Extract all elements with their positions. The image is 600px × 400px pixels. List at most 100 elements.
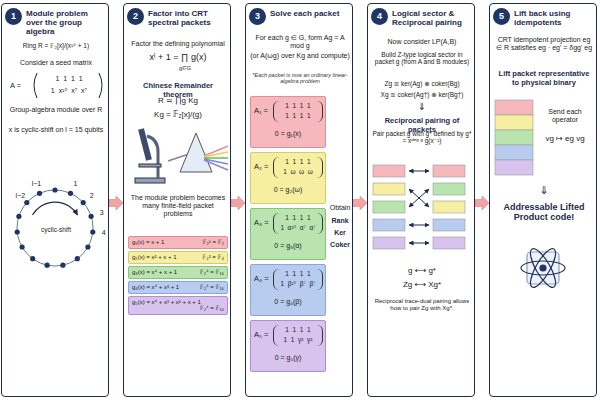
field-label: 𝔽₂¹ = 𝔽₂ — [202, 239, 224, 246]
microscope-icon — [135, 129, 165, 183]
matrix-row: 1 α¹⁰ α⁷ α⁷ — [274, 224, 322, 231]
qubit-dot — [20, 244, 25, 249]
step-number: 5 — [493, 8, 510, 25]
stage-panel: Logical sector & Reciprocal pairing4Now … — [367, 3, 475, 397]
pairing-arrows — [409, 171, 429, 243]
annotation-text: Lift packet representative to physical b… — [494, 70, 594, 87]
annotation-text: Addressable Lifted Product code! — [494, 202, 594, 223]
root-condition: 0 = g₄(β) — [251, 298, 325, 306]
annotation-text: Xg ≅ coker(Ag†) ⊗ ker(Bg†) — [372, 91, 472, 98]
stage-panel: Lift back using idempotents5CRT idempote… — [489, 3, 597, 397]
polynomial-factor: g₄(x) = x⁴ + x³ + 1 — [132, 284, 179, 291]
qubit-dot — [52, 187, 57, 192]
qubit-dot — [68, 191, 73, 196]
matrix-name: A₁ = — [254, 107, 268, 116]
qubit-dot — [75, 256, 80, 261]
qubit-dot — [15, 229, 20, 234]
step-number-text: 4 — [371, 8, 388, 25]
prism-icon — [168, 133, 228, 172]
panel-heading: Solve each packet — [270, 9, 350, 18]
stage-panel: Module problem over the group algebra1Ri… — [1, 3, 109, 397]
annotation-text: R ≃ ∏g Kg — [128, 96, 228, 105]
field-label: 𝔽₂⁴ = 𝔽₁₆ — [200, 269, 224, 276]
flow-arrow — [353, 196, 367, 210]
qubit-dot — [89, 214, 94, 219]
qubit-dot — [24, 200, 29, 205]
field-label: 𝔽₂⁴ = 𝔽₁₆ — [200, 305, 224, 312]
annotation-text: 1 1 1 1 — [34, 75, 104, 83]
polynomial-factor: g₂(x) = x² + x + 1 — [132, 254, 177, 261]
packet-matrix-box: A₄ = 1 1 1 1 1 β¹⁰ β⁷ β⁷ 0 = g₄(β) — [250, 264, 326, 316]
qubit-dot — [45, 263, 50, 268]
matrix-row: 1 1 1 1 — [274, 158, 322, 165]
annotation-text: A = — [10, 82, 34, 91]
annotation-text: The module problem becomes many finite-f… — [128, 194, 228, 218]
matrix-paren — [99, 73, 102, 98]
packet-row: g₅(x) = x⁴ + x³ + x² + x + 1𝔽₂⁴ = 𝔽₁₆ — [128, 296, 228, 316]
root-condition: 0 = g₁(x) — [251, 130, 325, 138]
lift-bars — [495, 100, 533, 175]
annotation-text: (or A(ωg) over Kg and compute) — [250, 52, 350, 60]
annotation-text: Send each operator — [536, 108, 594, 124]
annotation-text: *Each packet is now an ordinary linear-a… — [250, 72, 350, 85]
matrix-row: 1 1 1 1 — [274, 214, 322, 221]
polynomial-factor: g₃(x) = x⁴ + x + 1 — [132, 269, 177, 276]
packet-matrix-box: A₂ =1 1 1 11 ω ω ω0 = g₂(ω) — [250, 152, 326, 204]
stage-panel: Solve each packet3A₁ =1 1 1 11 1 1 10 = … — [245, 3, 353, 397]
matrix-row: 1 β¹⁰ β⁷ β⁷ — [274, 280, 322, 287]
pairing-bars — [373, 165, 465, 249]
step-number-text: 1 — [5, 8, 22, 25]
qubit-dot — [30, 256, 35, 261]
annotation-text: 2 — [83, 192, 101, 200]
root-condition: 0 = g₅(γ) — [251, 354, 325, 362]
qubit-dots — [15, 187, 96, 267]
annotation-text: Kg = 𝔽₂[x]/(g) — [128, 110, 228, 119]
matrix-name: A₄ = — [254, 275, 269, 284]
annotation-text: ⇓ — [372, 101, 472, 113]
annotation-text: Ker — [328, 229, 352, 237]
annotation-text: x is cyclic-shift on l = 15 qubits — [6, 126, 106, 134]
matrix-name: A₅ = — [254, 331, 269, 340]
flow-arrow — [109, 196, 123, 210]
flow-arrow — [475, 196, 489, 210]
step-number: 4 — [371, 8, 388, 25]
packet-row: g₁(x) = x + 1𝔽₂¹ = 𝔽₂ — [128, 236, 228, 249]
annotation-text: Zg ≅ ker(Ag) ⊗ coker(Bg) — [372, 80, 472, 87]
annotation-text: l−2 — [11, 192, 29, 200]
panel-heading: Factor into CRT spectral packets — [148, 9, 228, 27]
annotation-text: 3 — [93, 209, 111, 217]
annotation-text: Consider a seed matrix — [6, 59, 106, 67]
annotation-text: Rank — [328, 217, 352, 225]
flow-arrow — [231, 196, 245, 210]
annotation-text: ⇓ — [494, 184, 594, 197]
annotation-text: vg ↦ eg vg — [536, 134, 594, 143]
annotation-text: Now consider LP(A,B) — [372, 38, 472, 46]
annotation-text: g ⟷ g* — [372, 266, 472, 275]
step-number-text: 2 — [127, 8, 144, 25]
step-number: 2 — [127, 8, 144, 25]
step-number-text: 5 — [493, 8, 510, 25]
matrix-row: 1 1 1 1 — [274, 326, 322, 333]
annotation-text: Build Z-type logical sector in packet g … — [372, 51, 472, 66]
matrix-row: 1 ω ω ω — [274, 168, 322, 175]
qubit-dot — [37, 191, 42, 196]
matrix-row: 1 1 1 1 — [274, 270, 322, 277]
panel-heading: Lift back using idempotents — [514, 9, 594, 27]
annotation-text: Pair packet g with g* defined by g* = xᵈ… — [372, 130, 472, 145]
qubit-dot — [81, 200, 86, 205]
annotation-text: 1 — [67, 180, 85, 188]
packet-row: g₃(x) = x⁴ + x + 1 𝔽₂⁴ = 𝔽₁₆ — [128, 266, 228, 279]
annotation-text: For each g ∈ G, form Ag = A mod g — [250, 34, 350, 50]
annotation-text: Factor the defining polynomial — [128, 40, 228, 48]
annotation-text: Obtain — [328, 204, 352, 212]
packet-matrix-box: A₁ =1 1 1 11 1 1 10 = g₁(x) — [250, 96, 326, 148]
qubit-dot — [90, 229, 95, 234]
field-label: 𝔽₂² = 𝔽₄ — [202, 254, 224, 261]
qubit-dot — [16, 214, 21, 219]
annotation-text: CRT idempotent projection eg ∈ R satisfi… — [494, 36, 594, 52]
step-number: 1 — [5, 8, 22, 25]
annotation-text: Coker — [328, 241, 352, 249]
shift-arrow — [33, 202, 78, 215]
matrix-name: A₂ = — [254, 163, 268, 172]
